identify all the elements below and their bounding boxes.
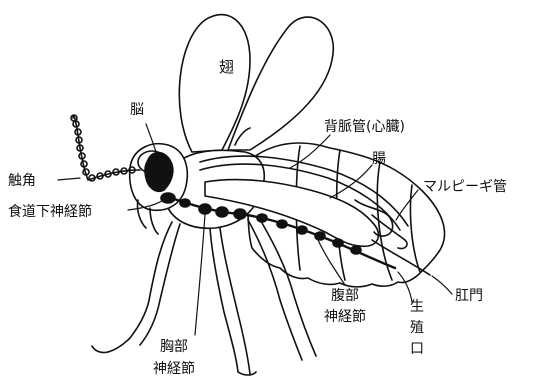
brain-mass xyxy=(145,153,173,192)
label-genital-2: 殖 xyxy=(410,319,424,336)
label-genital-3: 口 xyxy=(410,341,424,357)
label-brain: 脳 xyxy=(130,102,144,118)
leader-antenna xyxy=(58,178,80,180)
leader-thoracic-ganglia xyxy=(195,214,205,335)
foot-front xyxy=(92,346,108,353)
label-intestine: 腸 xyxy=(372,151,386,167)
label-genital-1: 生 xyxy=(410,299,424,315)
foot-middle xyxy=(238,372,256,375)
label-wing: 翅 xyxy=(219,58,234,76)
label-subesophageal: 食道下神経節 xyxy=(8,203,92,220)
front-leg-2 xyxy=(140,224,180,345)
label-antenna: 触角 xyxy=(8,173,36,189)
label-thoracic-ganglia-2: 神経節 xyxy=(153,360,195,377)
label-abdominal-ganglia-1: 腹部 xyxy=(331,287,359,304)
label-anus: 肛門 xyxy=(455,288,483,304)
label-thoracic-ganglia-1: 胸部 xyxy=(160,339,188,355)
leader-anus xyxy=(432,276,452,294)
label-malpighian: マルピーギ管 xyxy=(423,179,507,195)
label-abdominal-ganglia-2: 神経節 xyxy=(324,308,366,325)
insect-drawing xyxy=(58,15,452,375)
label-dorsal-vessel: 背脈管(心臓) xyxy=(324,119,405,135)
